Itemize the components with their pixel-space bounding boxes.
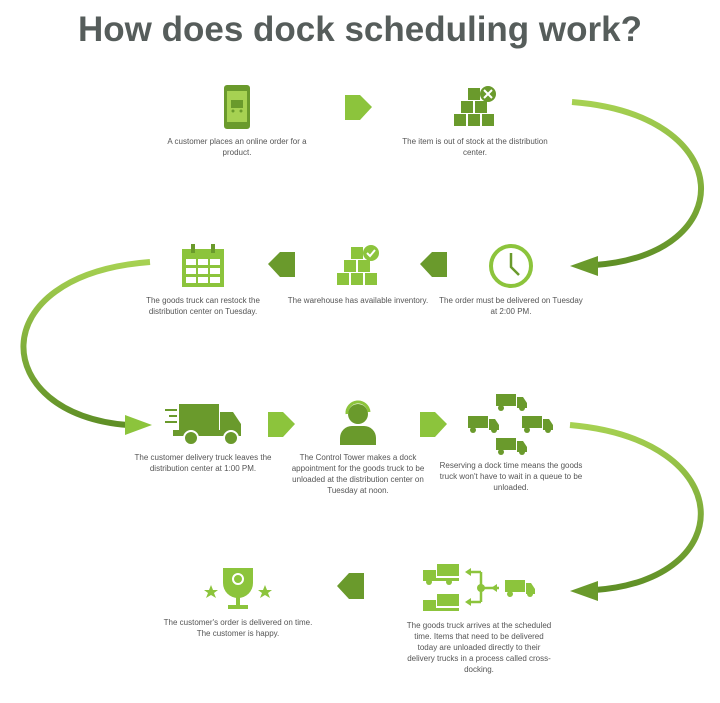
chevron-right-2	[268, 412, 295, 437]
cross-docking-icon	[423, 564, 535, 611]
step-order-placed: A customer places an online order for a …	[162, 84, 312, 158]
step-text: The customer delivery truck leaves the d…	[134, 453, 272, 473]
step-cross-docking: The goods truck arrives at the scheduled…	[404, 562, 554, 675]
step-delivered-on-time: The customer's order is delivered on tim…	[163, 565, 313, 639]
curve-arrow-right-2	[569, 422, 704, 601]
boxes-x-icon	[454, 86, 496, 126]
step-delivery-deadline: The order must be delivered on Tuesday a…	[436, 243, 586, 317]
boxes-check-icon	[337, 245, 379, 285]
chevron-left-1	[268, 252, 295, 277]
page-title: How does dock scheduling work?	[78, 10, 642, 49]
smartphone-cart-icon	[224, 85, 250, 129]
chevron-right-1	[345, 95, 372, 120]
step-text: The order must be delivered on Tuesday a…	[439, 296, 583, 316]
step-text: The goods truck arrives at the scheduled…	[406, 621, 552, 674]
step-delivery-truck-leaves: The customer delivery truck leaves the d…	[128, 400, 278, 474]
calendar-icon	[182, 244, 224, 287]
step-control-tower: The Control Tower makes a dock appointme…	[283, 400, 433, 496]
step-text: The goods truck can restock the distribu…	[146, 296, 260, 316]
step-text: A customer places an online order for a …	[167, 137, 307, 157]
step-restock-tuesday: The goods truck can restock the distribu…	[128, 243, 278, 317]
step-text: The customer's order is delivered on tim…	[163, 618, 313, 638]
step-reserve-dock: Reserving a dock time means the goods tr…	[436, 392, 586, 493]
delivery-truck-icon	[165, 404, 241, 446]
chevron-left-2	[420, 252, 447, 277]
step-inventory-available: The warehouse has available inventory.	[283, 243, 433, 306]
chevron-right-3	[420, 412, 447, 437]
trophy-icon	[204, 568, 272, 609]
clock-icon	[489, 244, 533, 288]
step-text: The warehouse has available inventory.	[287, 296, 429, 305]
step-out-of-stock: The item is out of stock at the distribu…	[400, 84, 550, 158]
chevron-left-3	[337, 573, 364, 599]
curve-arrow-left	[20, 259, 152, 435]
step-text: The Control Tower makes a dock appointme…	[291, 453, 425, 495]
step-text: The item is out of stock at the distribu…	[402, 137, 548, 157]
curve-arrow-right-1	[570, 99, 704, 276]
trucks-icon	[468, 394, 553, 455]
step-text: Reserving a dock time means the goods tr…	[439, 461, 583, 492]
headset-operator-icon	[340, 400, 376, 445]
